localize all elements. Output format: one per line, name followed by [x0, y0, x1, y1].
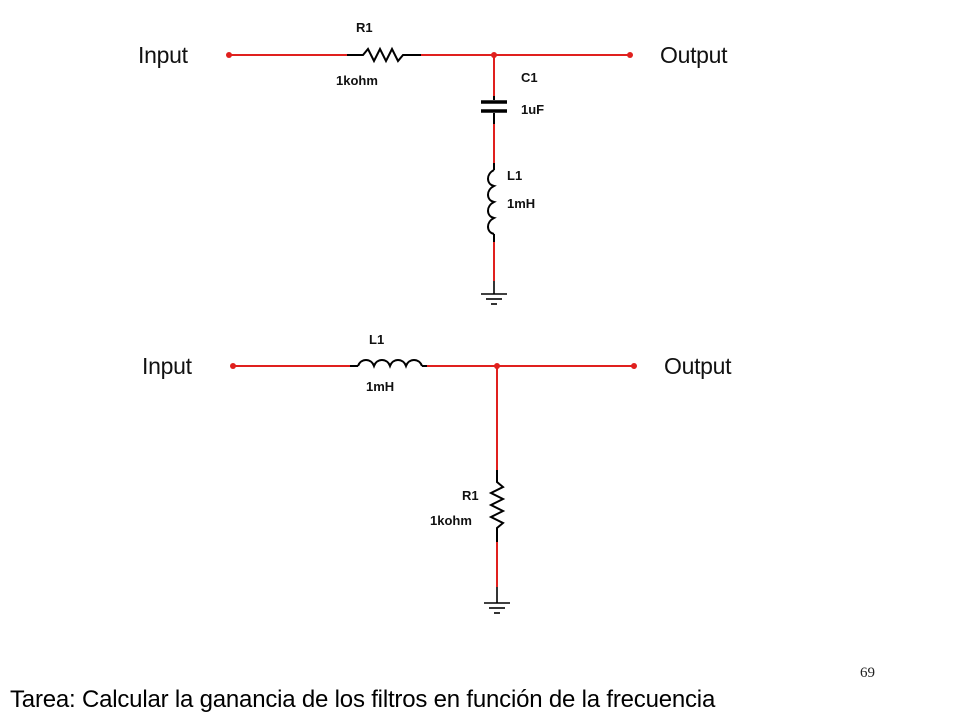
top-r1-resistor: [347, 46, 421, 64]
top-input-label: Input: [138, 42, 188, 68]
top-l1-inductor: [487, 169, 497, 235]
bottom-l1-inductor: [357, 359, 423, 369]
top-output-label: Output: [660, 42, 728, 68]
top-input-terminal: [226, 52, 232, 58]
page-number: 69: [860, 665, 875, 681]
top-c1-ref: C1: [521, 70, 538, 85]
top-r1-ref: R1: [356, 20, 373, 35]
top-output-terminal: [627, 52, 633, 58]
bottom-l1-ref: L1: [369, 332, 385, 347]
task-text: Tarea: Calcular la ganancia de los filtr…: [10, 686, 716, 713]
top-c1-value: 1uF: [521, 102, 545, 117]
top-r1-value: 1kohm: [336, 73, 378, 88]
circuit-top: [226, 46, 633, 305]
bottom-output-label: Output: [664, 353, 732, 379]
bottom-r1-value: 1kohm: [430, 513, 472, 528]
bottom-input-label: Input: [142, 353, 192, 379]
top-l1-value: 1mH: [507, 196, 536, 211]
bottom-r1-ref: R1: [462, 488, 479, 503]
top-l1-ref: L1: [507, 168, 523, 183]
circuit-bottom: [230, 359, 637, 614]
bottom-l1-value: 1mH: [366, 379, 395, 394]
bottom-input-terminal: [230, 363, 236, 369]
bottom-output-terminal: [631, 363, 637, 369]
bottom-r1-resistor: [488, 470, 506, 542]
